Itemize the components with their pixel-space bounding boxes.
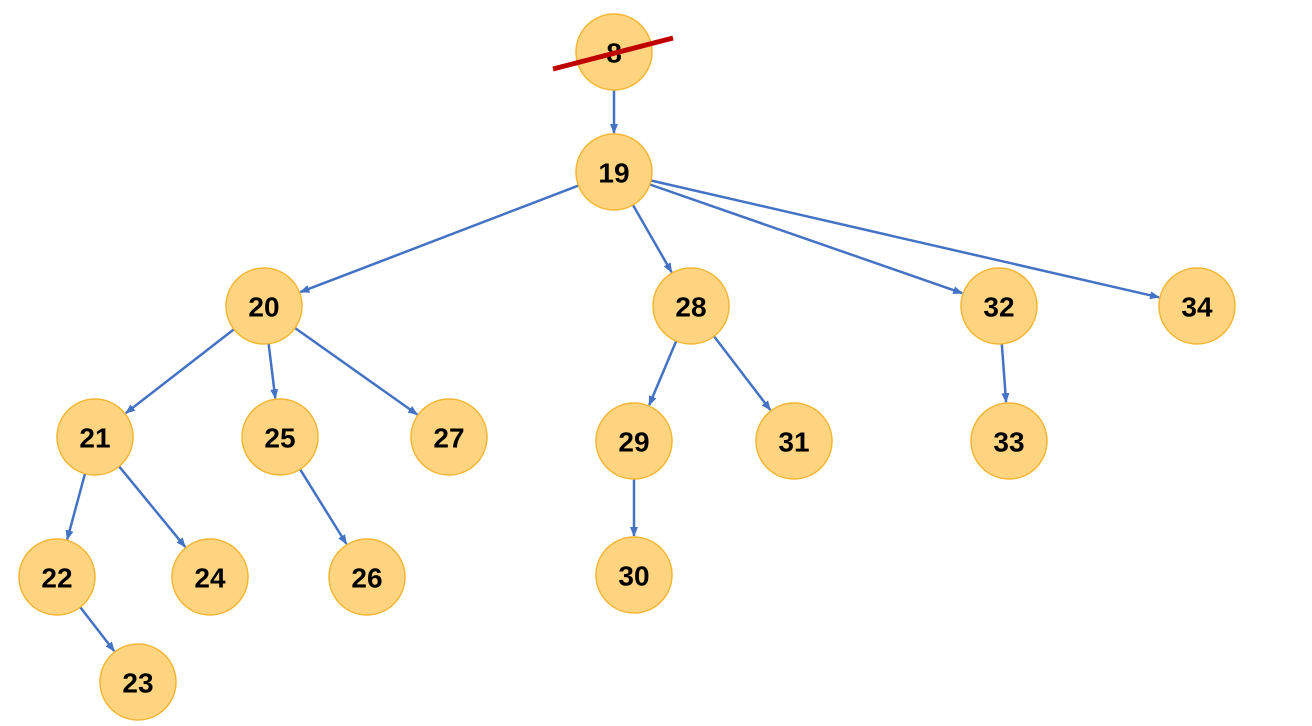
node-31: 31 bbox=[755, 402, 833, 480]
edge-20-to-25 bbox=[267, 343, 279, 400]
node-label: 28 bbox=[675, 292, 706, 323]
node-label: 33 bbox=[993, 427, 1024, 458]
node-label: 26 bbox=[351, 563, 382, 594]
node-circle bbox=[652, 267, 730, 345]
edge-20-to-27 bbox=[294, 326, 419, 416]
node-circle bbox=[225, 267, 303, 345]
node-32: 32 bbox=[960, 267, 1038, 345]
node-label: 20 bbox=[248, 292, 279, 323]
node-label: 22 bbox=[41, 563, 72, 594]
node-circle bbox=[595, 536, 673, 614]
node-label: 31 bbox=[778, 427, 809, 458]
node-8: 8 bbox=[552, 13, 674, 91]
edge-22-to-23 bbox=[79, 606, 116, 652]
node-27: 27 bbox=[410, 398, 488, 476]
node-circle bbox=[99, 643, 177, 721]
node-circle bbox=[595, 402, 673, 480]
node-29: 29 bbox=[595, 402, 673, 480]
node-label: 24 bbox=[194, 563, 226, 594]
node-circle bbox=[328, 538, 406, 616]
node-23: 23 bbox=[99, 643, 177, 721]
node-circle bbox=[18, 538, 96, 616]
node-circle bbox=[410, 398, 488, 476]
node-30: 30 bbox=[595, 536, 673, 614]
node-label: 27 bbox=[433, 423, 464, 454]
node-circle bbox=[1158, 267, 1236, 345]
edge-21-to-24 bbox=[118, 465, 187, 548]
edge-32-to-33 bbox=[1000, 343, 1010, 404]
node-circle bbox=[56, 398, 134, 476]
node-20: 20 bbox=[225, 267, 303, 345]
node-label: 19 bbox=[598, 158, 629, 189]
node-25: 25 bbox=[241, 398, 319, 476]
node-26: 26 bbox=[328, 538, 406, 616]
edge-19-to-34 bbox=[650, 179, 1160, 300]
node-label: 30 bbox=[618, 561, 649, 592]
nodes-layer: 8 19 20 28 32 34 21 25 27 29 31 33 22 24 26 30 23 bbox=[18, 13, 1236, 721]
node-circle bbox=[970, 402, 1048, 480]
node-label: 21 bbox=[79, 423, 110, 454]
node-circle bbox=[960, 267, 1038, 345]
edge-20-to-21 bbox=[125, 328, 235, 415]
node-label: 34 bbox=[1181, 292, 1213, 323]
node-circle bbox=[171, 538, 249, 616]
node-label: 25 bbox=[264, 423, 295, 454]
edge-25-to-26 bbox=[299, 468, 348, 545]
node-circle bbox=[755, 402, 833, 480]
node-label: 23 bbox=[122, 668, 153, 699]
edge-19-to-20 bbox=[299, 184, 579, 294]
node-19: 19 bbox=[575, 133, 653, 211]
node-28: 28 bbox=[652, 267, 730, 345]
node-circle bbox=[241, 398, 319, 476]
edge-21-to-22 bbox=[65, 473, 87, 541]
node-34: 34 bbox=[1158, 267, 1236, 345]
node-22: 22 bbox=[18, 538, 96, 616]
strikethrough-mark bbox=[552, 35, 674, 72]
edge-19-to-28 bbox=[631, 204, 673, 274]
node-33: 33 bbox=[970, 402, 1048, 480]
node-21: 21 bbox=[56, 398, 134, 476]
node-circle bbox=[575, 133, 653, 211]
edge-28-to-29 bbox=[648, 340, 678, 407]
edges-layer bbox=[65, 90, 1160, 652]
edge-28-to-31 bbox=[713, 335, 772, 411]
node-label: 29 bbox=[618, 427, 649, 458]
node-24: 24 bbox=[171, 538, 249, 616]
node-label: 32 bbox=[983, 292, 1014, 323]
edge-19-to-32 bbox=[649, 183, 964, 295]
